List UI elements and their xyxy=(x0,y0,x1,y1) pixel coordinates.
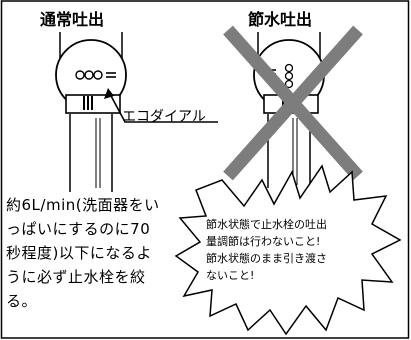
warning-line: 節水状態のまま引き渡さ xyxy=(206,252,327,265)
warning-note: 節水状態で止水栓の吐出 量調節は行わないこと! 節水状態のまま引き渡さ ないこと… xyxy=(206,216,374,284)
faucet-normal xyxy=(55,32,127,192)
eco-dial-label: エコダイアル xyxy=(122,109,206,125)
cross-mark-icon xyxy=(223,25,363,181)
warning-line: 量調節は行わないこと! xyxy=(206,235,321,248)
title-water-saving-discharge: 節水吐出 xyxy=(248,10,313,29)
flow-instruction-note: 約6L/min(洗面器をいっぱいにするのに70秒程度)以下になるように必ず止水栓… xyxy=(6,196,160,310)
warning-burst xyxy=(174,164,402,336)
warning-line: 節水状態で止水栓の吐出 xyxy=(206,218,327,231)
title-normal-discharge: 通常吐出 xyxy=(40,10,105,29)
eco-dial-pointer xyxy=(104,88,218,123)
warning-line: ないこと! xyxy=(206,269,255,282)
